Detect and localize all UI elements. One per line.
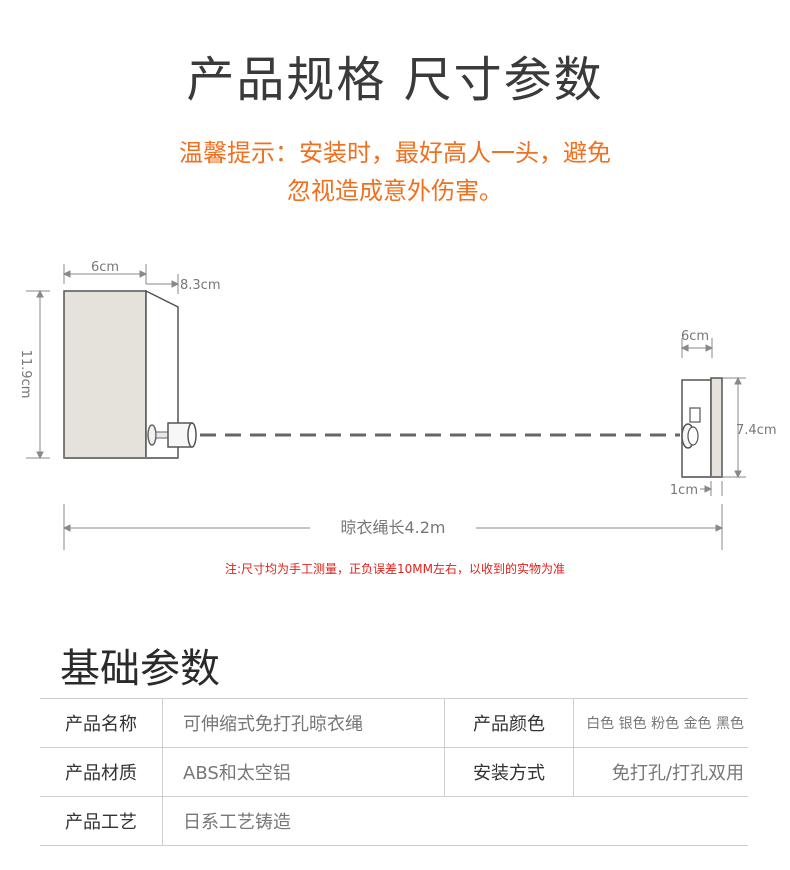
rope-spool [147,422,197,448]
left-wall-unit [63,289,179,459]
param-value-material: ABS和太空铝 [162,747,445,797]
params-table: 产品名称 可伸缩式免打孔晾衣绳 产品颜色 白色 银色 粉色 金色 黑色 产品材质… [40,698,748,846]
safety-tip-line2: 忽视造成意外伤害。 [287,177,503,205]
measurement-note: 注:尺寸均为手工测量，正负误差10MM左右，以收到的实物为准 [224,562,566,576]
left-depth-dimension [146,274,180,294]
param-value-name: 可伸缩式免打孔晾衣绳 [162,698,445,748]
rope-length-dimension [62,504,724,550]
right-depth-label: 1cm [670,483,698,498]
rope-length-label: 晾衣绳长4.2m [340,518,445,537]
param-value-color: 白色 银色 粉色 金色 黑色 [573,698,748,748]
safety-tip-line1: 温馨提示：安装时，最好高人一头，避免 [179,139,611,167]
dimension-diagram: 6cm 8.3cm 11.9cm 6cm [18,260,777,550]
right-height-label: 7.4cm [736,423,777,438]
table-row: 产品工艺 日系工艺铸造 [40,796,748,846]
param-label-material: 产品材质 [40,747,163,797]
right-depth-dimension [700,481,723,496]
param-label-install: 安装方式 [444,747,574,797]
param-label-name: 产品名称 [40,698,163,748]
left-width-dimension [62,264,148,284]
table-row: 产品名称 可伸缩式免打孔晾衣绳 产品颜色 白色 银色 粉色 金色 黑色 [40,698,748,748]
param-label-craft: 产品工艺 [40,796,163,846]
left-height-dimension [26,289,50,460]
left-depth-label: 8.3cm [180,278,221,293]
param-value-craft: 日系工艺铸造 [162,796,748,846]
left-height-label: 11.9cm [18,350,33,399]
page-title: 产品规格 尺寸参数 [186,52,604,108]
rope-hook [681,423,699,449]
section-title-basic-params: 基础参数 [60,646,220,692]
right-width-label: 6cm [681,329,709,344]
param-label-color: 产品颜色 [444,698,574,748]
param-value-install: 免打孔/打孔双用 [573,747,748,797]
left-width-label: 6cm [91,260,119,275]
right-width-dimension [680,338,714,358]
right-height-dimension [722,376,746,479]
table-row: 产品材质 ABS和太空铝 安装方式 免打孔/打孔双用 [40,747,748,797]
